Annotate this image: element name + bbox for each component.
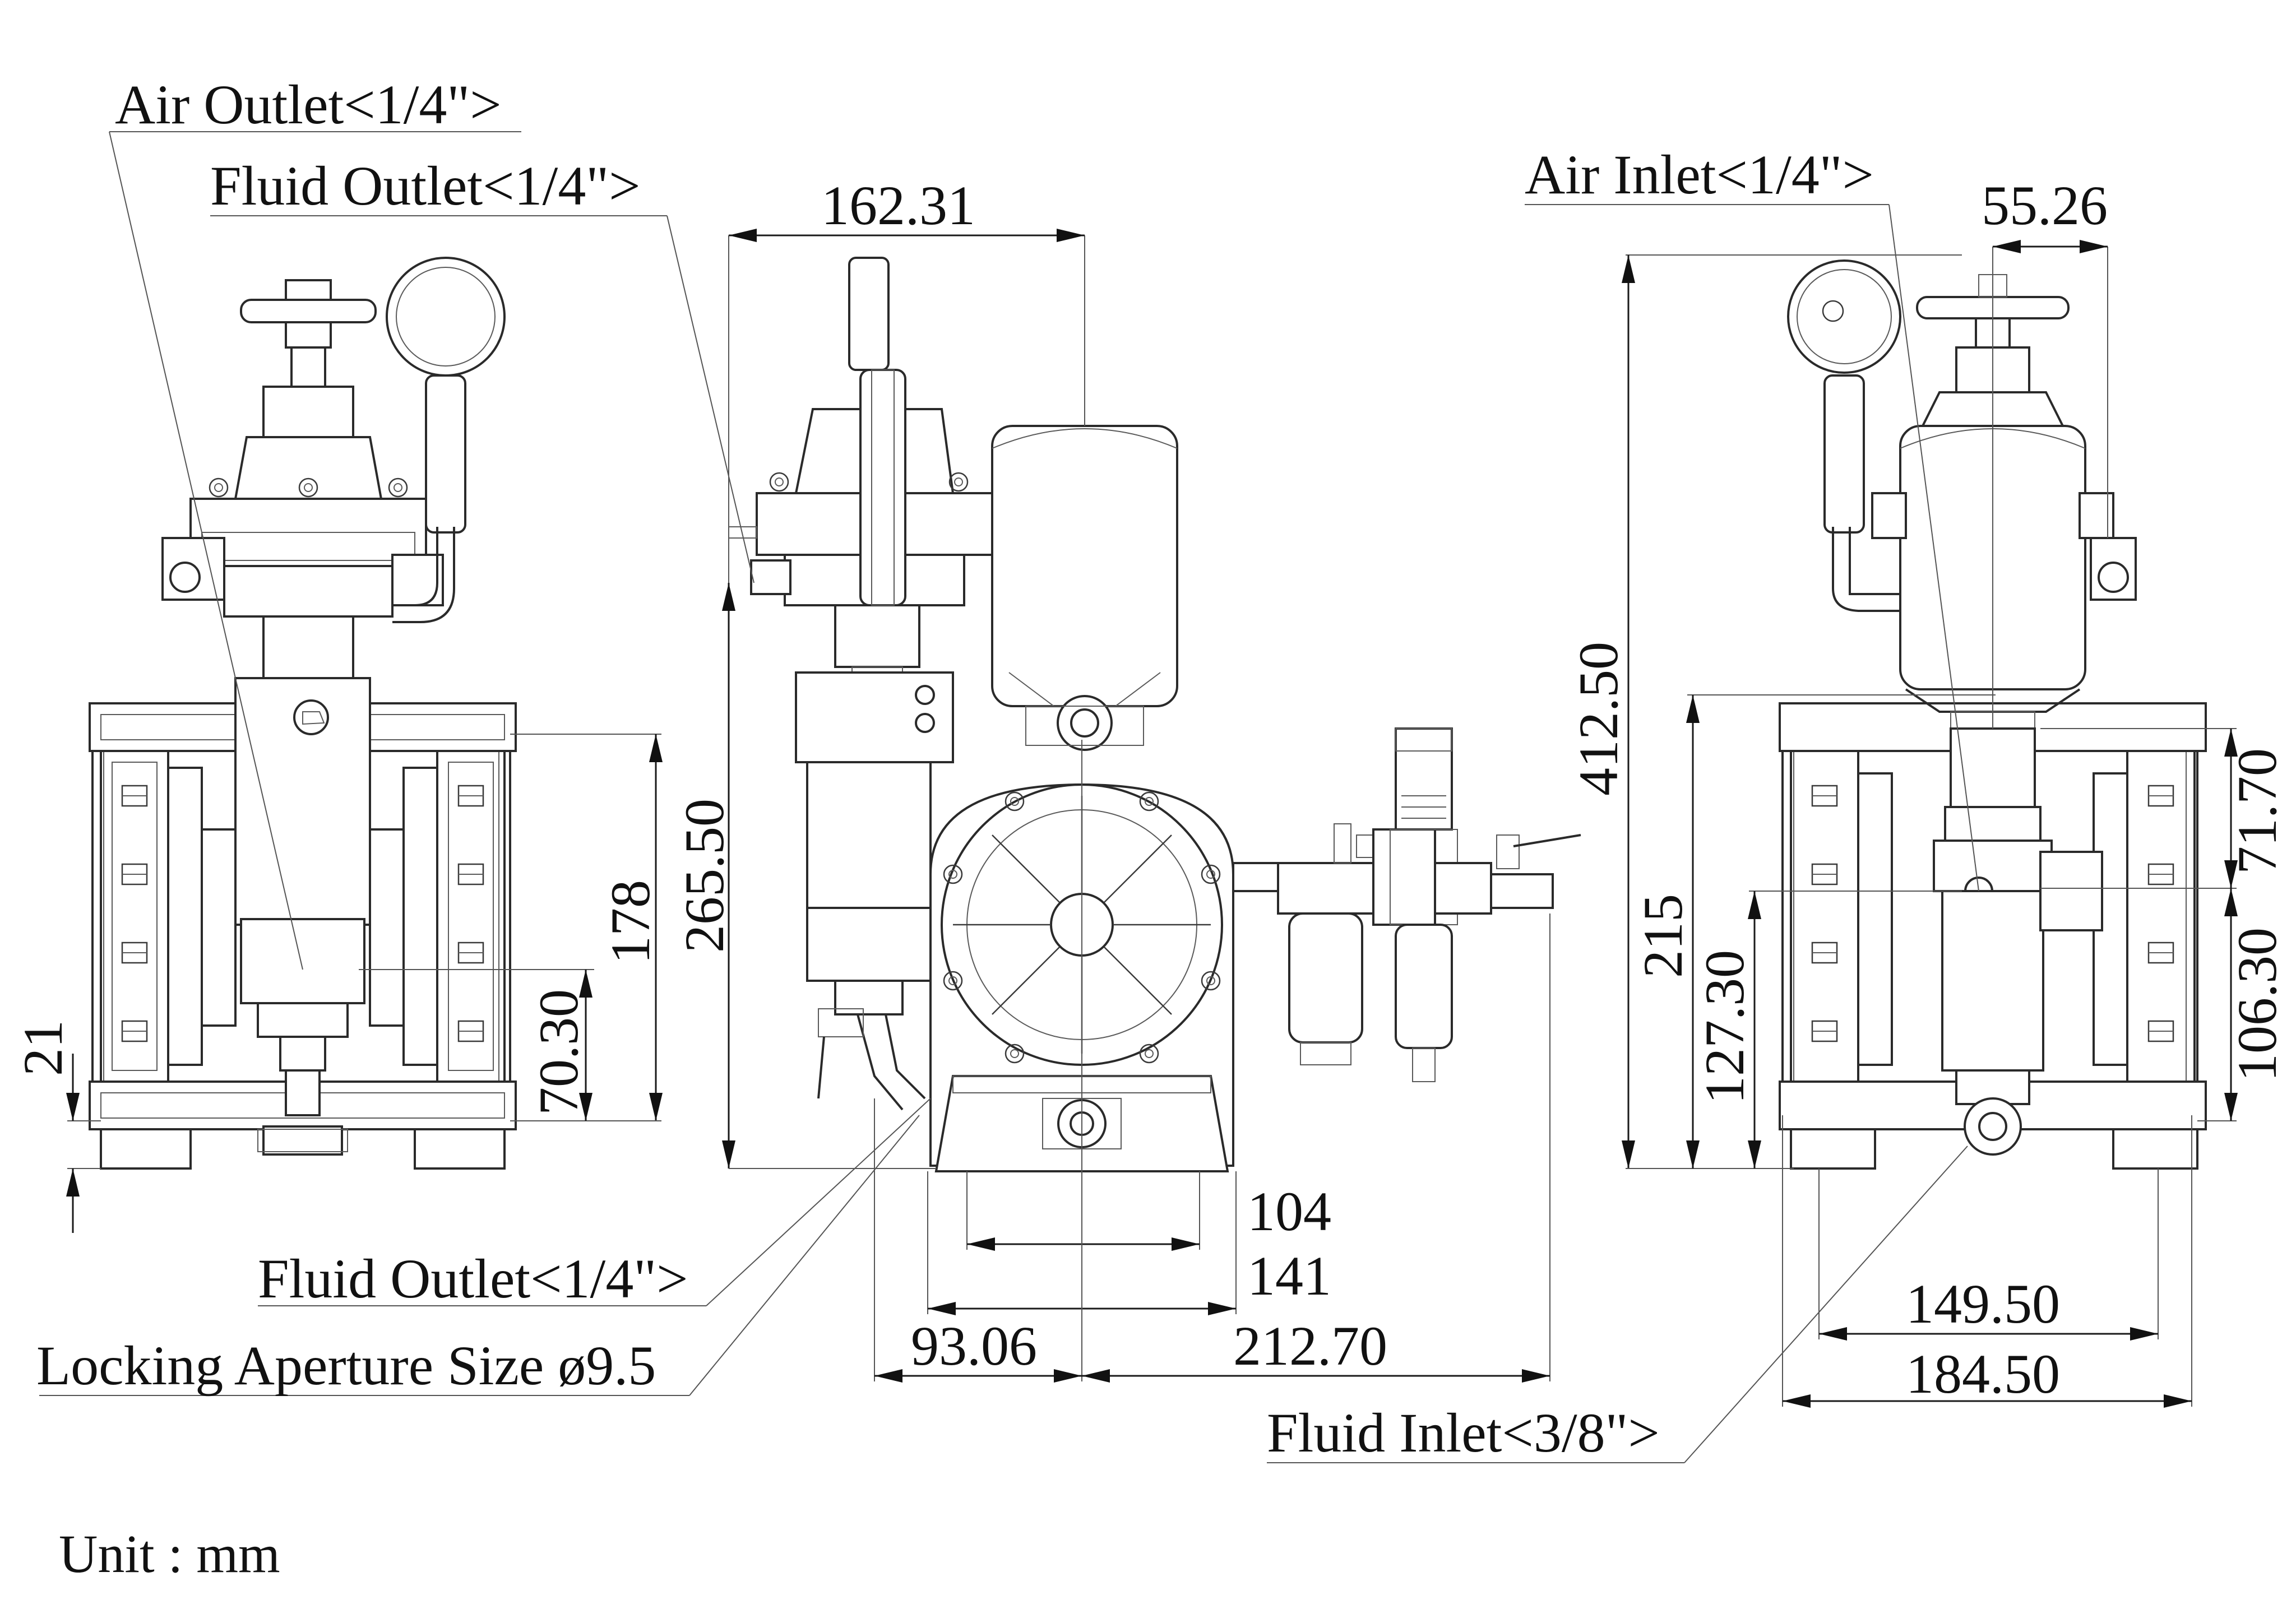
dim-412-50: 412.50 xyxy=(1567,642,1630,796)
callout-leaders xyxy=(39,131,1979,1463)
dim-265-50: 265.50 xyxy=(673,799,735,953)
dim-104: 104 xyxy=(1247,1180,1331,1242)
dim-21: 21 xyxy=(12,1020,74,1076)
unit-note: Unit : mm xyxy=(59,1524,280,1584)
dim-70-30: 70.30 xyxy=(527,989,590,1115)
dim-55-26: 55.26 xyxy=(1982,174,2108,237)
dim-212-70: 212.70 xyxy=(1233,1315,1387,1377)
side-view xyxy=(728,257,1581,1172)
dim-178: 178 xyxy=(599,880,661,964)
label-air-outlet: Air Outlet<1/4"> xyxy=(115,73,502,136)
label-fluid-outlet-top: Fluid Outlet<1/4"> xyxy=(210,155,641,217)
label-air-inlet: Air Inlet<1/4"> xyxy=(1525,143,1874,206)
label-fluid-inlet: Fluid Inlet<3/8"> xyxy=(1267,1402,1660,1464)
dim-127-30: 127.30 xyxy=(1693,950,1756,1104)
dim-162-31: 162.31 xyxy=(821,174,975,237)
dimension-lines xyxy=(66,229,2238,1408)
label-fluid-outlet-bottom: Fluid Outlet<1/4"> xyxy=(258,1248,688,1310)
dim-71-70: 71.70 xyxy=(2226,748,2288,874)
dim-141: 141 xyxy=(1247,1245,1331,1307)
dimension-values: 162.31 55.26 104 141 93.06 212.70 149.50… xyxy=(12,174,2288,1405)
label-locking-aperture: Locking Aperture Size ø9.5 xyxy=(36,1334,656,1397)
callout-labels: Air Outlet<1/4"> Fluid Outlet<1/4"> Air … xyxy=(36,73,1874,1464)
front-view xyxy=(89,257,517,1170)
dim-184-50: 184.50 xyxy=(1906,1343,2060,1405)
dim-93-06: 93.06 xyxy=(911,1315,1037,1377)
back-view xyxy=(1779,259,2207,1170)
dim-149-50: 149.50 xyxy=(1906,1273,2060,1335)
dim-215: 215 xyxy=(1632,894,1694,978)
dim-106-30: 106.30 xyxy=(2226,928,2288,1082)
